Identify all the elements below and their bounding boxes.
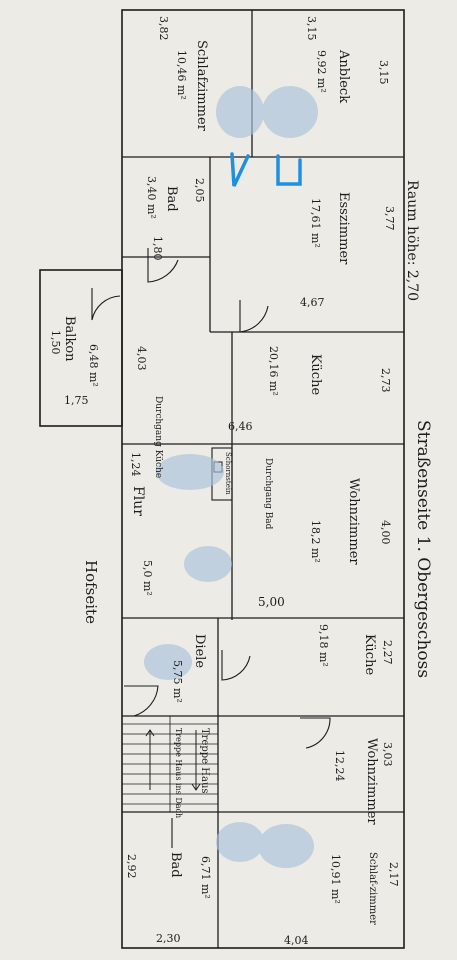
door-balcony [91,288,121,321]
stair-arrows [145,729,201,791]
label-durchgang-bad: Durchgang Bad [263,458,273,530]
interior-walls [122,10,404,948]
dim-2-30: 2,30 [156,932,181,945]
dim-2-05: 2,05 [193,178,206,203]
room-area-kueche: 20,16 m² [267,346,280,396]
room-area-kueche-2: 9,18 m² [317,624,330,667]
dim-4-04: 4,04 [284,934,309,947]
door-bad [147,248,179,283]
room-name-wohnzimmer: Wohnzimmer [346,478,361,565]
room-name-bad-2: Bad [168,852,183,878]
label-treppe-dach: Treppe Haus ins Dach [174,728,183,818]
dim-4-67: 4,67 [300,296,325,309]
room-name-esszimmer: Esszimmer [336,192,351,265]
dim-5-00: 5,00 [258,595,285,609]
title-street-side: Straßenseite 1. Obergeschoss [413,420,433,678]
room-name-kueche-2: Küche [362,634,377,675]
room-name-balkon: Balkon [62,316,77,362]
room-area-bad-2: 6,71 m² [199,856,212,899]
dim-3-15b: 3,15 [377,60,390,85]
room-area-schlafzimmer-2: 10,91 m² [329,854,342,904]
staircase [122,716,218,812]
room-name-kueche: Küche [308,354,323,395]
room-name-schlafzimmer-1: Schlafzimmer [194,40,209,132]
label-schornstein: Schornstein [224,452,232,495]
room-area-diele: 5,75 m² [171,660,184,703]
room-name-wohnzimmer-2: Wohnzimmer [364,738,379,825]
room-name-schlafzimmer-2: Schlaf-zimmer [367,852,378,925]
room-area-wohnzimmer-2: 12,24 [333,750,346,782]
label-treppe-haus: Treppe Haus [199,728,210,794]
room-area-flur: 5,0 m² [141,560,154,596]
outer-walls [39,9,405,949]
label-durchgang-kueche: Durchgang Küche [153,396,163,478]
dim-1-24: 1,24 [129,452,142,477]
dim-3-03: 3,03 [381,742,394,767]
door-esszimmer [239,300,269,333]
blur-marks [144,86,318,868]
doors [91,248,331,848]
dim-2-92: 2,92 [125,854,138,879]
room-area-schlafzimmer-1: 10,46 m² [175,50,188,100]
blue-marks [230,152,302,187]
room-name-flur: Flur [130,486,146,516]
balcony-outline [39,269,123,427]
room-name-anbleck: Anbleck [336,49,351,103]
dim-3-15a: 3,15 [305,16,318,41]
dim-3-77: 3,77 [383,206,396,231]
dim-6-46: 6,46 [228,420,253,433]
dim-4-00: 4,00 [379,520,392,545]
door-diele-left [124,685,159,717]
room-area-wohnzimmer: 18,2 m² [309,520,322,563]
dim-1-80: 1,80 [151,236,164,261]
room-area-anbleck: 9,92 m² [315,50,328,93]
room-area-bad-1: 3,40 m² [145,176,158,219]
dim-3-82: 3,82 [157,16,170,41]
room-name-bad-1: Bad [164,186,179,212]
dim-1-50: 1,50 [49,330,62,355]
building-outline [121,9,405,949]
dim-2-17: 2,17 [387,862,400,887]
room-name-diele: Diele [192,634,207,668]
room-area-esszimmer: 17,61 m² [309,198,322,248]
label-yard-side: Hofseite [82,560,100,624]
door-wohn2 [300,717,331,749]
dim-2-27: 2,27 [381,640,394,665]
room-height-note: Raum höhe: 2,70 [404,180,420,301]
dim-1-75: 1,75 [64,394,89,407]
room-area-balkon: 6,48 m² [87,344,100,387]
door-diele [221,650,251,681]
dim-2-73: 2,73 [379,368,392,393]
dim-4-03: 4,03 [135,346,148,371]
